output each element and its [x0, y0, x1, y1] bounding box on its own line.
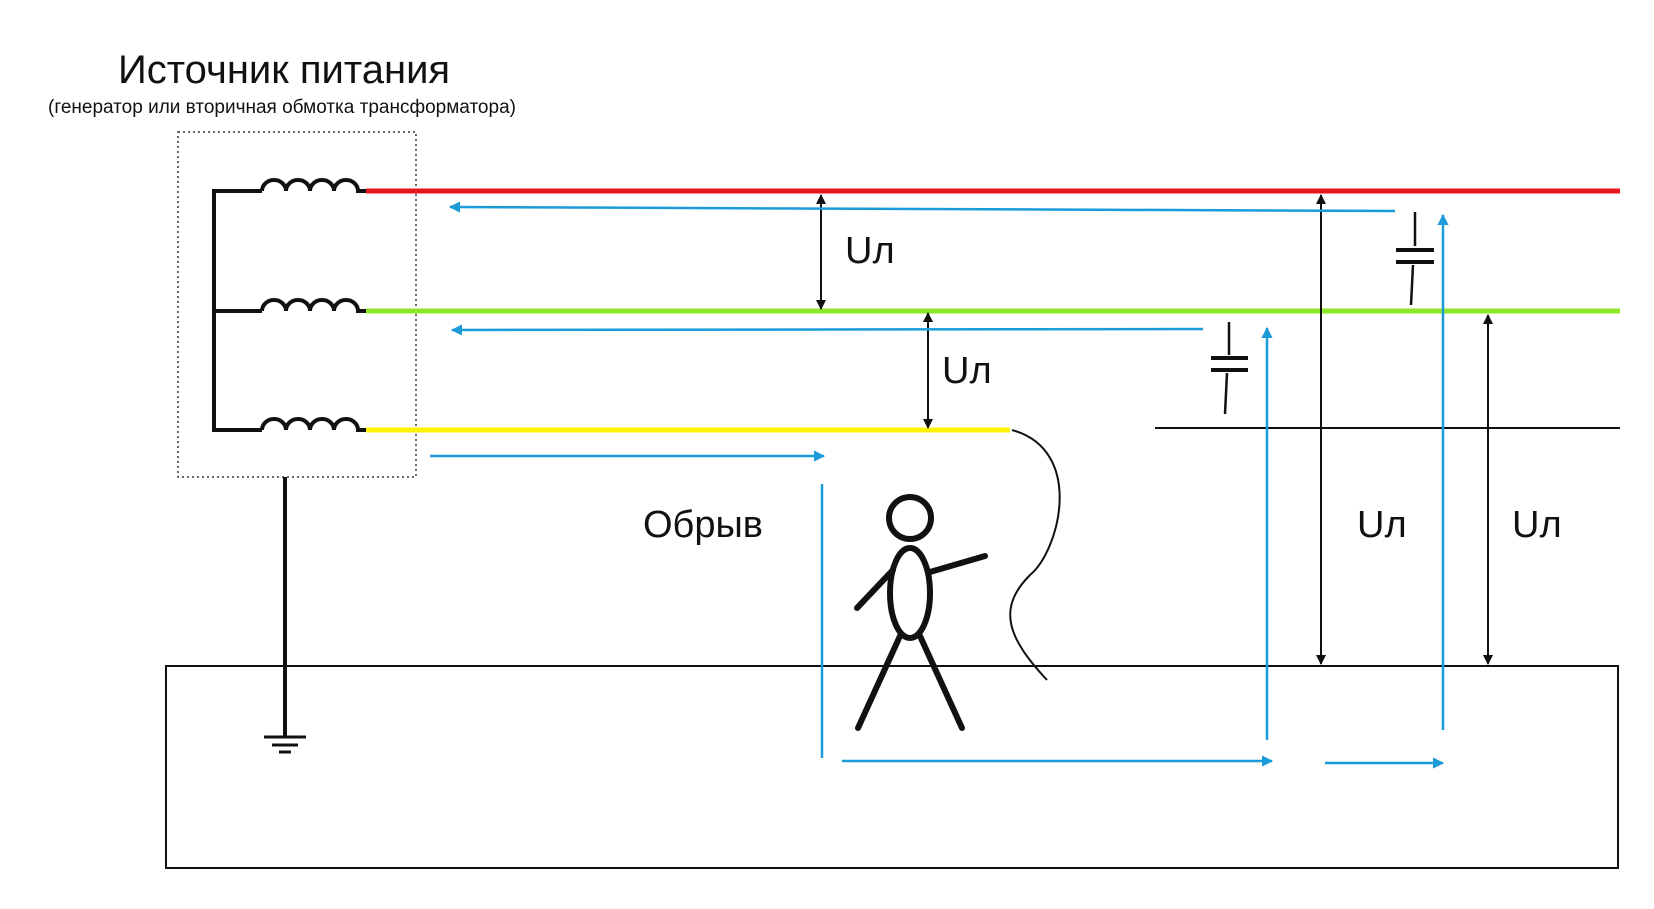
- current-return-phase-b: [450, 324, 1204, 336]
- capacitor-phase-a-icon: [1396, 212, 1434, 306]
- coil-phase-c: [260, 417, 366, 432]
- voltage-label-a-earth: Uл: [1357, 504, 1407, 546]
- person-icon: [854, 494, 988, 731]
- fallen-wire: [1009, 429, 1061, 681]
- star-neutral-bus: [212, 189, 262, 432]
- voltage-label-bc: Uл: [942, 350, 992, 392]
- voltage-label-ab: Uл: [845, 230, 895, 272]
- voltage-label-b-earth: Uл: [1512, 504, 1562, 546]
- break-label: Обрыв: [643, 504, 763, 546]
- coil-phase-b: [260, 298, 366, 313]
- source-box: [177, 131, 417, 478]
- title: Источник питания: [118, 48, 450, 92]
- current-return-phase-a: [448, 201, 1396, 213]
- coil-phase-a: [260, 178, 366, 193]
- earth-zone: [165, 665, 1619, 869]
- capacitor-phase-b-icon: [1211, 322, 1248, 415]
- subtitle: (генератор или вторичная обмотка трансфо…: [48, 97, 516, 118]
- ground-icon: [264, 735, 306, 754]
